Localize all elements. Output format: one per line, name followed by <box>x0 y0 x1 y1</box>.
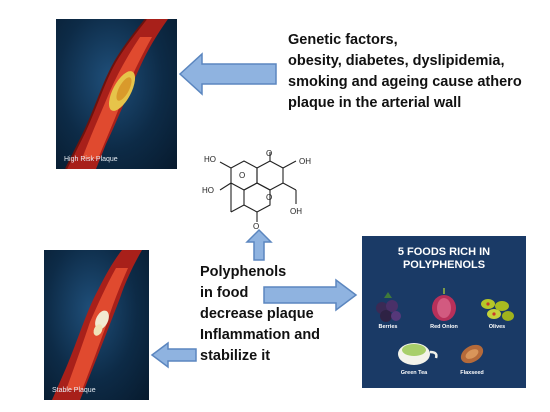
mol-label-o-1: O <box>266 149 272 158</box>
red-onion-icon <box>432 288 456 321</box>
polyphenol-line-1: Polyphenols <box>200 264 287 280</box>
flaxseed-icon <box>460 344 484 364</box>
food-label-olives: Olives <box>488 324 506 330</box>
risk-line-1: Genetic factors, <box>288 32 398 48</box>
mol-label-o-3: O <box>266 193 272 202</box>
foods-illustrations <box>376 288 514 365</box>
artery-illustration <box>52 250 142 400</box>
mol-label-o-4: O <box>253 222 259 230</box>
polyphenol-line-2: in food <box>200 285 249 301</box>
berries-icon <box>376 292 401 322</box>
artery-illustration <box>65 19 168 169</box>
risk-line-4: plaque in the arterial wall <box>288 95 462 111</box>
olives-icon <box>481 299 514 321</box>
mol-label-ho-bottom: HO <box>202 186 214 195</box>
high-risk-plaque-image: High Risk Plaque <box>56 19 177 169</box>
polyphenol-foods-panel: 5 FOODS RICH IN POLYPHENOLS <box>362 236 526 388</box>
mol-label-o-2: O <box>239 171 245 180</box>
polyphenol-line-5: stabilize it <box>200 348 271 364</box>
up-arrow <box>245 228 273 261</box>
mol-label-oh-bottom: OH <box>290 207 302 216</box>
foods-title: 5 FOODS RICH IN POLYPHENOLS <box>362 246 526 272</box>
food-label-red-onion: Red Onion <box>430 324 458 330</box>
left-arrow-top <box>178 52 277 96</box>
foods-title-line-2: POLYPHENOLS <box>402 259 486 271</box>
food-label-flaxseed: Flaxseed <box>460 370 484 376</box>
food-label-berries: Berries <box>378 324 398 330</box>
ellagic-acid-structure: HO HO O O O O OH OH <box>202 149 311 230</box>
stable-plaque-image: Stable Plaque <box>44 250 149 400</box>
right-arrow <box>263 278 358 312</box>
green-tea-icon <box>398 343 438 365</box>
risk-line-2: obesity, diabetes, dyslipidemia, <box>288 53 505 69</box>
risk-factors-text: Genetic factors, obesity, diabetes, dysl… <box>288 30 522 114</box>
polyphenol-text: Polyphenols in food decrease plaque Infl… <box>200 262 320 367</box>
polyphenol-line-3: decrease plaque <box>200 306 314 322</box>
mol-label-oh-top: OH <box>299 157 311 166</box>
polyphenol-line-4: Inflammation and <box>200 327 321 343</box>
foods-title-line-1: 5 FOODS RICH IN <box>397 246 491 258</box>
risk-line-3: smoking and ageing cause athero <box>288 74 522 90</box>
food-label-green-tea: Green Tea <box>400 370 428 376</box>
high-risk-plaque-caption: High Risk Plaque <box>64 156 118 163</box>
mol-label-ho-top: HO <box>204 155 216 164</box>
stable-plaque-caption: Stable Plaque <box>52 387 96 394</box>
left-arrow-bottom <box>150 341 197 369</box>
